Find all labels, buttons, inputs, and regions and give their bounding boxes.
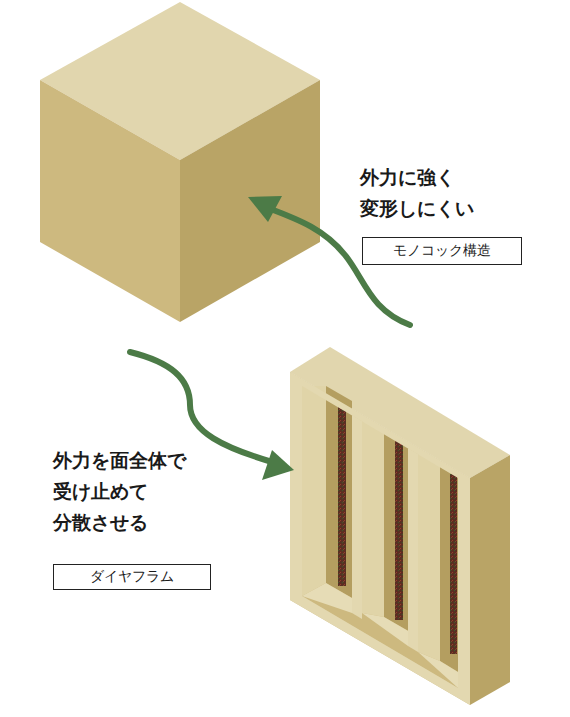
diaphragm-frame [290,347,510,705]
box-text: モノコック構造 [381,242,503,260]
label-box: ダイヤフラム [53,564,211,590]
caption-text: 外力を面全体で 受け止めて 分散させる [53,445,213,538]
arrow-head [248,196,282,222]
arrow-head [262,450,294,480]
box-text: ダイヤフラム [78,568,186,586]
label-box: モノコック構造 [362,237,522,265]
caption-text: 外力に強く 変形しにくい [360,162,520,224]
monocoque-cube [40,2,320,322]
